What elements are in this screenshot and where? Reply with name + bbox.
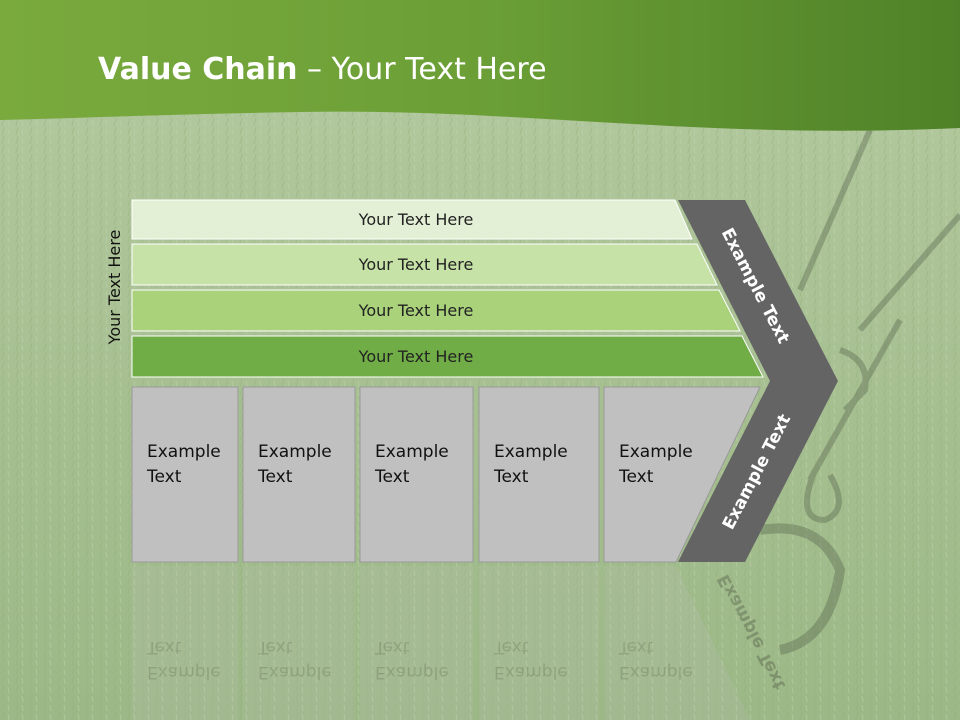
- value-bar-label-1: Your Text Here: [358, 210, 474, 229]
- value-bar-2: [131, 243, 718, 286]
- chevron-upper: [678, 200, 838, 381]
- activity-box-3: [359, 386, 474, 563]
- activity-box-reflection-1: [132, 566, 238, 720]
- activity-box-reflection-3: [360, 566, 473, 720]
- value-bar-3: [131, 289, 741, 332]
- value-bar-1: [131, 199, 693, 240]
- value-bar-label-4: Your Text Here: [358, 347, 474, 366]
- page-title: Value Chain – Your Text Here: [98, 52, 547, 87]
- activity-box-4: [478, 386, 600, 563]
- activity-box-reflection-2: [243, 566, 355, 720]
- activity-box-5: [603, 386, 761, 563]
- activity-box-1: [131, 386, 239, 563]
- lawn-mower-image: [759, 128, 960, 655]
- value-bar-label-2: Your Text Here: [358, 255, 474, 274]
- activity-box-reflection-5: [604, 566, 751, 720]
- value-bar-label-3: Your Text Here: [358, 301, 474, 320]
- activity-box-2: [242, 386, 356, 563]
- side-label: Your Text Here: [105, 229, 124, 345]
- value-bar-4: [131, 335, 764, 378]
- chevron-lower: [678, 381, 838, 562]
- activity-box-reflection-4: [479, 566, 599, 720]
